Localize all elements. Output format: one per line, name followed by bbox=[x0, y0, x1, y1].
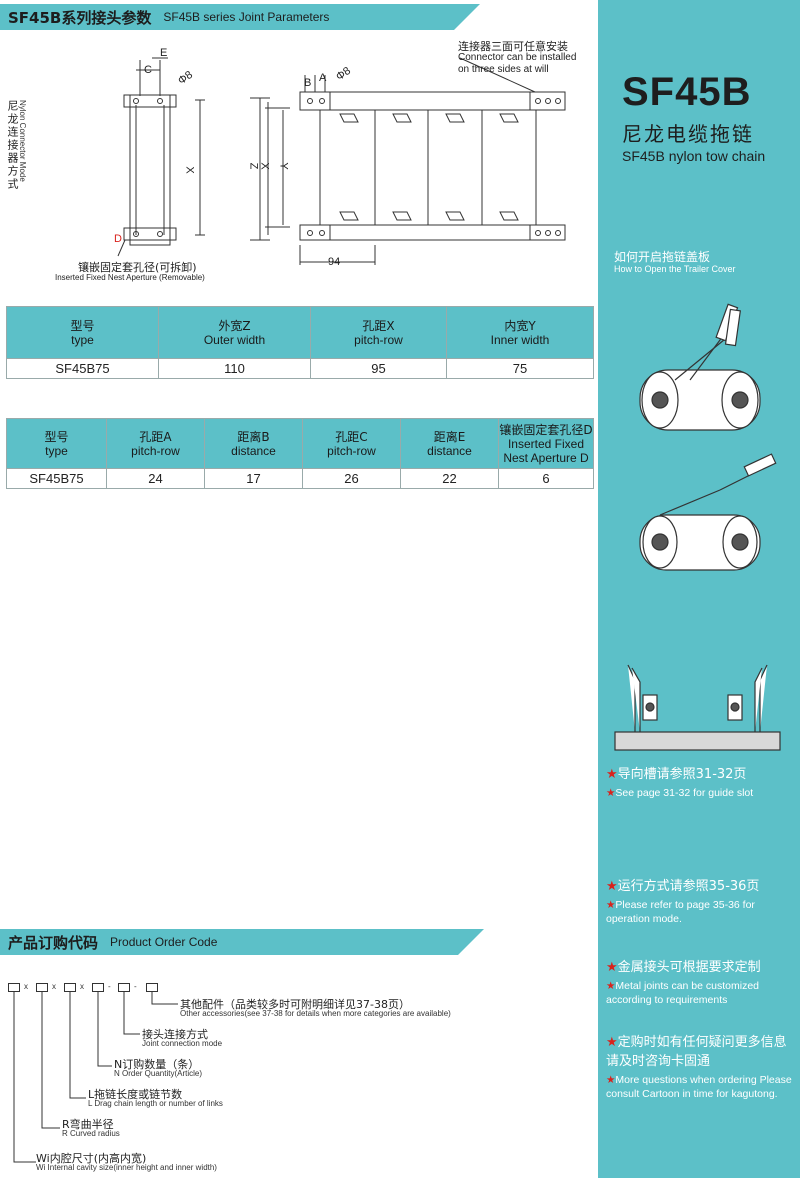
order-box-joint bbox=[118, 983, 130, 992]
t2-cell-type: SF45B75 bbox=[6, 468, 107, 489]
order-box-other bbox=[146, 983, 158, 992]
dim-x-label: X bbox=[183, 166, 196, 174]
dim-y-label: Y bbox=[277, 162, 290, 170]
brand-model: SF45B bbox=[622, 70, 752, 114]
right-sidebar bbox=[598, 0, 800, 1178]
t2-cell-pitch-c: 26 bbox=[302, 468, 401, 489]
t2-cell-distance-b: 17 bbox=[204, 468, 303, 489]
star-icon: ★ bbox=[606, 879, 618, 894]
order-sep: x bbox=[24, 982, 28, 991]
order-item-radius-zh: R弯曲半径 bbox=[62, 1118, 114, 1131]
side-label-en: Nylon Connector Mode bbox=[18, 100, 27, 182]
star-icon: ★ bbox=[606, 1035, 618, 1050]
t1-cell-outer-width: 110 bbox=[158, 358, 311, 379]
dim-c-label: C bbox=[144, 64, 152, 76]
order-item-length-en: L Drag chain length or number of links bbox=[88, 1099, 223, 1108]
order-code-banner: 产品订购代码 Product Order Code bbox=[0, 929, 484, 955]
order-item-other-zh: 其他配件（品类较多时可附明细详见37-38页） bbox=[180, 998, 410, 1011]
note-contact: ★定购时如有任何疑问更多信息请及时咨询卡固通 ★More questions w… bbox=[606, 1035, 792, 1100]
t1-cell-pitch-row: 95 bbox=[310, 358, 447, 379]
dim-a-label: A bbox=[319, 72, 327, 84]
order-item-length-zh: L拖链长度或链节数 bbox=[88, 1088, 183, 1101]
dim-z-label: Z bbox=[247, 162, 260, 170]
connector-note-en2: on three sides at will bbox=[458, 64, 549, 75]
side-label-zh: 尼龙连接器方式 bbox=[6, 100, 19, 191]
order-item-cavity-en: Wi Internal cavity size(inner height and… bbox=[36, 1163, 217, 1172]
dim-e-label: E bbox=[160, 47, 168, 59]
joint-title-zh: SF45B系列接头参数 bbox=[8, 8, 152, 27]
order-title-en: Product Order Code bbox=[110, 935, 218, 949]
joint-title-en: SF45B series Joint Parameters bbox=[163, 10, 330, 24]
t2-cell-aperture-d: 6 bbox=[498, 468, 594, 489]
star-icon: ★ bbox=[606, 1074, 616, 1086]
how-open-zh: 如何开启拖链盖板 bbox=[614, 250, 711, 264]
t1-cell-type: SF45B75 bbox=[6, 358, 159, 379]
connector-note-zh: 连接器三面可任意安装 bbox=[458, 40, 568, 53]
order-sep: x bbox=[52, 982, 56, 991]
joint-params-banner: SF45B系列接头参数 SF45B series Joint Parameter… bbox=[0, 4, 480, 30]
star-icon: ★ bbox=[606, 767, 618, 782]
brand-name-zh: 尼龙电缆拖链 bbox=[622, 122, 754, 146]
guide-slot-illustration bbox=[614, 664, 781, 751]
t2-cell-distance-e: 22 bbox=[400, 468, 499, 489]
order-item-quantity-zh: N订购数量（条） bbox=[114, 1058, 200, 1071]
insert-note-en: Inserted Fixed Nest Aperture (Removable) bbox=[55, 273, 205, 282]
note-guide-slot: ★导向槽请参照31-32页 ★See page 31-32 for guide … bbox=[606, 767, 754, 799]
star-icon: ★ bbox=[606, 980, 616, 992]
star-icon: ★ bbox=[606, 899, 616, 911]
order-title-zh: 产品订购代码 bbox=[8, 933, 99, 952]
order-box-r bbox=[36, 983, 48, 992]
order-sep: - bbox=[108, 982, 111, 991]
dim-94-label: 94 bbox=[328, 256, 341, 268]
t1-cell-inner-width: 75 bbox=[446, 358, 594, 379]
order-box-l bbox=[64, 983, 76, 992]
note-operation-mode: ★运行方式请参照35-36页 ★Please refer to page 35-… bbox=[606, 879, 760, 925]
order-sep: x bbox=[80, 982, 84, 991]
dim-d-label: D bbox=[114, 233, 122, 245]
order-item-cavity-zh: Wi内腔尺寸(内高内宽) bbox=[36, 1152, 147, 1165]
how-open-en: How to Open the Trailer Cover bbox=[614, 264, 736, 274]
table-row: SF45B75 24 17 26 22 6 bbox=[6, 468, 594, 489]
note-metal-joints: ★金属接头可根据要求定制 ★Metal joints can be custom… bbox=[606, 960, 761, 1006]
order-item-joint-en: Joint connection mode bbox=[142, 1039, 223, 1048]
order-sep: - bbox=[134, 982, 137, 991]
brand-name-en: SF45B nylon tow chain bbox=[622, 148, 766, 164]
order-code-leader-lines bbox=[13, 992, 178, 1163]
open-cover-illustration bbox=[639, 303, 777, 571]
connector-note-en1: Connector can be installed bbox=[458, 52, 577, 63]
insert-note-zh: 镶嵌固定套孔径(可拆卸) bbox=[78, 261, 197, 274]
star-icon: ★ bbox=[606, 787, 616, 799]
star-icon: ★ bbox=[606, 960, 618, 975]
table-row: SF45B75 110 95 75 bbox=[6, 358, 594, 379]
dim-x2-label: X bbox=[258, 162, 271, 170]
order-item-quantity-en: N Order Quantity(Article) bbox=[114, 1069, 203, 1078]
joint-technical-drawing bbox=[117, 57, 566, 265]
order-item-radius-en: R Curved radius bbox=[62, 1129, 120, 1138]
order-box-wi bbox=[8, 983, 20, 992]
order-item-joint-zh: 接头连接方式 bbox=[142, 1028, 208, 1041]
t2-cell-pitch-a: 24 bbox=[106, 468, 205, 489]
order-item-other-en: Other accessories(see 37-38 for details … bbox=[180, 1009, 451, 1018]
order-box-n bbox=[92, 983, 104, 992]
dim-b-label: B bbox=[304, 77, 312, 89]
